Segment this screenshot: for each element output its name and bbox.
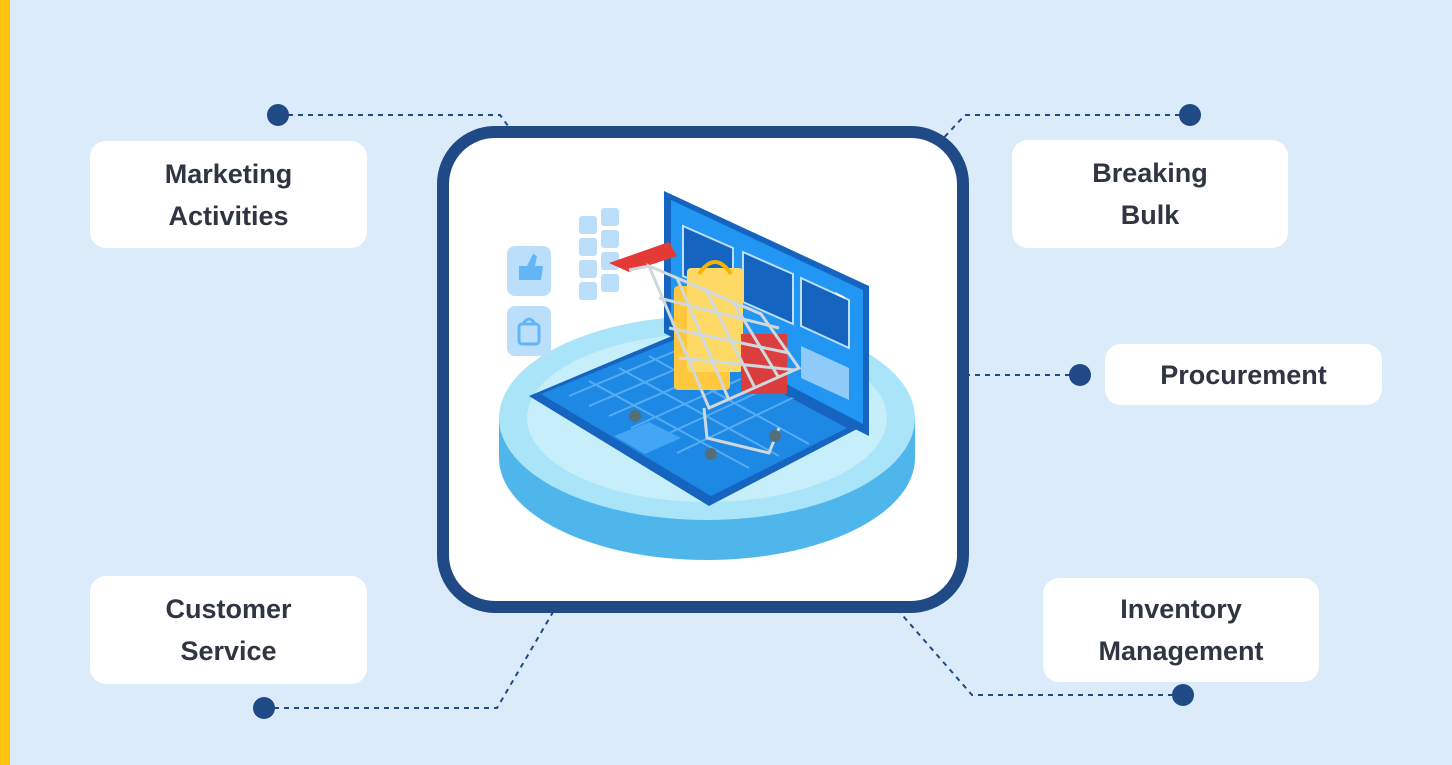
dot-customer [253,697,275,719]
label-text: Management [1098,636,1264,666]
label-customer-service: Customer Service [90,576,367,684]
label-text: Breaking [1092,158,1208,188]
like-icon [507,246,551,296]
ecommerce-illustration [499,191,915,560]
label-text: Procurement [1160,359,1327,390]
connector-breaking [827,114,1190,263]
label-text: Service [180,636,277,666]
connector-customer [264,534,599,709]
dot-breaking [1179,104,1201,126]
label-inventory-management: Inventory Management [1043,578,1319,682]
shopping-bag-icon [507,306,551,356]
shopping-cart-icon [609,242,802,460]
laptop-icon [529,191,869,506]
label-text: Customer [165,594,292,624]
dot-marketing [267,104,289,126]
label-text: Activities [168,200,289,231]
dot-inventory [1172,684,1194,706]
label-marketing-activities: Marketing Activities [90,141,367,248]
connector-inventory [827,529,1183,696]
label-text: Marketing [164,158,293,189]
label-procurement: Procurement [1105,344,1382,405]
grid-icon [579,208,619,300]
dot-procurement [1069,364,1091,386]
label-text: Inventory [1120,594,1242,624]
label-text: Bulk [1120,200,1180,230]
label-breaking-bulk: Breaking Bulk [1012,140,1288,248]
